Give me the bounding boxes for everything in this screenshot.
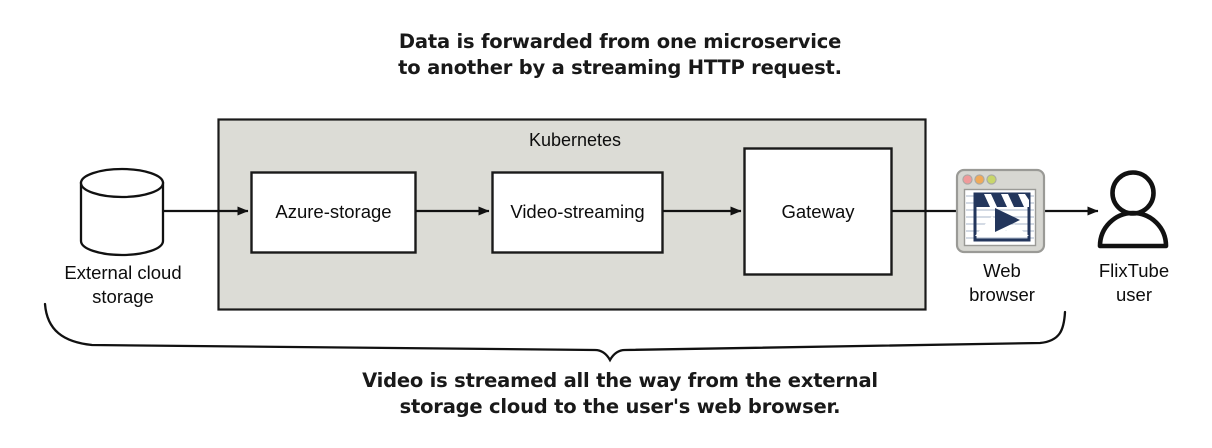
service-label-gateway: Gateway [781,201,855,222]
video-clapperboard-glyph [973,192,1031,242]
bottom-scope-brace [43,302,1067,363]
top-caption: Data is forwarded from one microservice … [398,30,842,79]
flixtube-user-label: FlixTube user [1098,260,1170,305]
browser-dot-red [962,174,973,185]
browser-dot-orange [974,174,985,185]
service-box-video-streaming [491,171,664,254]
service-label-video-streaming: Video-streaming [510,201,645,222]
service-box-gateway [743,147,893,276]
service-box-azure-storage [250,171,417,254]
browser-dot-green [986,174,997,185]
user-person-icon [1097,170,1169,249]
kubernetes-cluster-label: Kubernetes [528,130,622,150]
web-browser-video-icon [955,168,1046,254]
web-browser-label: Web browser [969,260,1035,305]
database-cylinder-icon [79,167,165,257]
service-label-azure-storage: Azure-storage [275,201,392,222]
bottom-caption: Video is streamed all the way from the e… [362,369,878,418]
external-storage-label: External cloud storage [64,262,182,307]
